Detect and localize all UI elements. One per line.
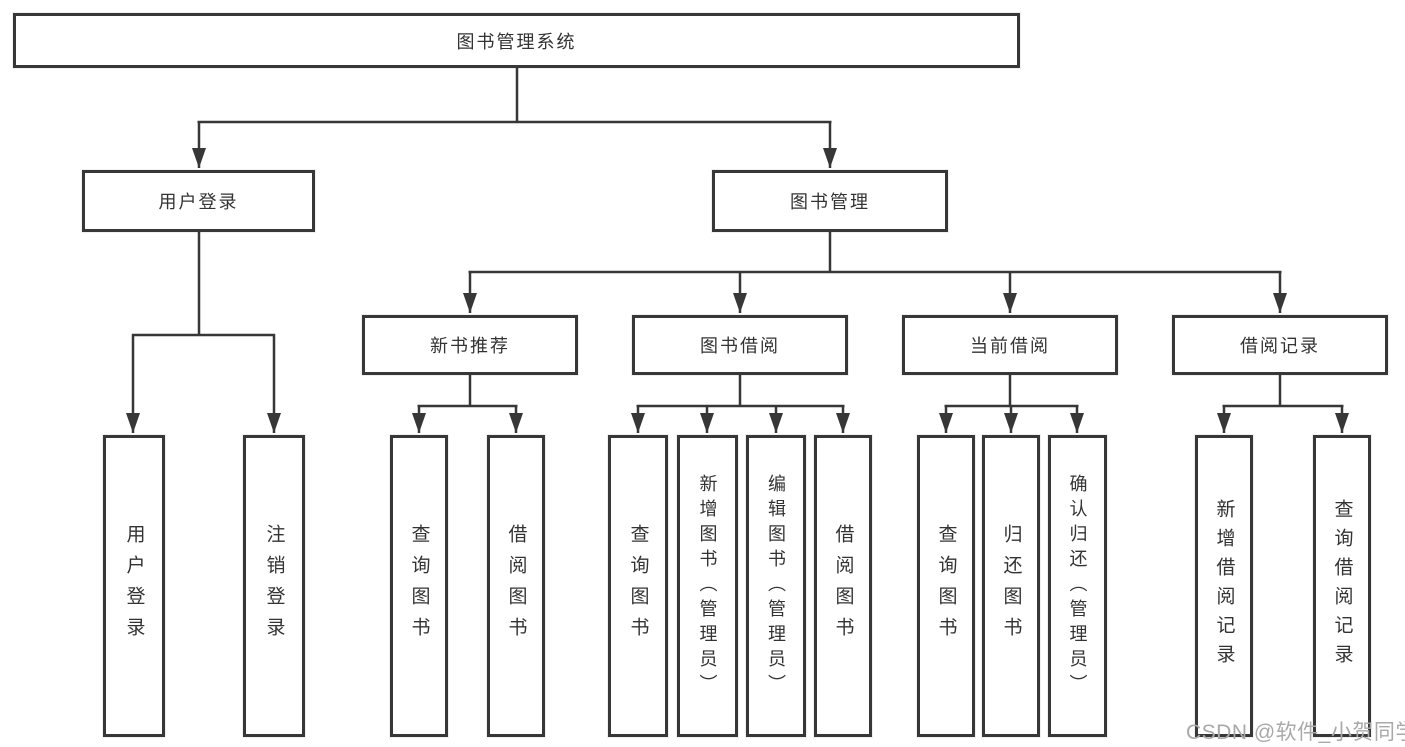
leaf-borrow-query: 查询图书 [608,435,668,737]
leaf-user-login-label: 用户登录 [123,524,145,648]
connector-root [192,68,837,168]
leaf-borrow-add-admin: 新增图书（管理员） [677,435,738,737]
leaf-newbook-query: 查询图书 [390,435,448,737]
leaf-borrow-query-label: 查询图书 [627,524,649,648]
leaf-logout-label: 注销登录 [263,524,285,648]
watermark: CSDN @软件_小贺同学 [1186,721,1405,744]
leaf-current-return-label: 归还图书 [1000,524,1022,648]
leaf-borrow-add-admin-label: 新增图书（管理员） [697,473,718,699]
connector-borrow-record [1217,375,1349,433]
connector-book-borrow [631,375,850,433]
leaf-record-query: 查询借阅记录 [1313,435,1371,737]
leaf-logout: 注销登录 [243,435,305,737]
node-user-login: 用户登录 [82,170,315,232]
node-new-book-recommend: 新书推荐 [362,315,578,375]
leaf-current-confirm-admin: 确认归还（管理员） [1048,435,1107,737]
leaf-user-login: 用户登录 [103,435,165,737]
leaf-newbook-borrow: 借阅图书 [487,435,545,737]
node-book-borrow: 图书借阅 [632,315,848,375]
leaf-newbook-query-label: 查询图书 [408,524,430,648]
node-root: 图书管理系统 [13,13,1020,68]
leaf-current-query: 查询图书 [917,435,975,737]
node-borrow-record: 借阅记录 [1172,315,1388,375]
connector-user-login [126,232,281,433]
connector-book-mgmt [463,232,1287,313]
leaf-current-return: 归还图书 [982,435,1040,737]
leaf-record-add: 新增借阅记录 [1195,435,1253,737]
connector-new-book [412,375,523,433]
node-book-management: 图书管理 [712,170,948,232]
node-current-borrow: 当前借阅 [902,315,1118,375]
leaf-borrow-edit-admin: 编辑图书（管理员） [746,435,806,737]
leaf-borrow-edit-admin-label: 编辑图书（管理员） [766,473,786,699]
leaf-newbook-borrow-label: 借阅图书 [505,524,527,648]
leaf-borrow-borrow-label: 借阅图书 [832,524,854,648]
leaf-borrow-borrow: 借阅图书 [814,435,872,737]
leaf-current-query-label: 查询图书 [935,524,957,648]
leaf-record-query-label: 查询借阅记录 [1331,499,1353,673]
connector-current-borrow [939,375,1084,433]
leaf-record-add-label: 新增借阅记录 [1213,499,1235,673]
leaf-current-confirm-admin-label: 确认归还（管理员） [1067,473,1088,699]
